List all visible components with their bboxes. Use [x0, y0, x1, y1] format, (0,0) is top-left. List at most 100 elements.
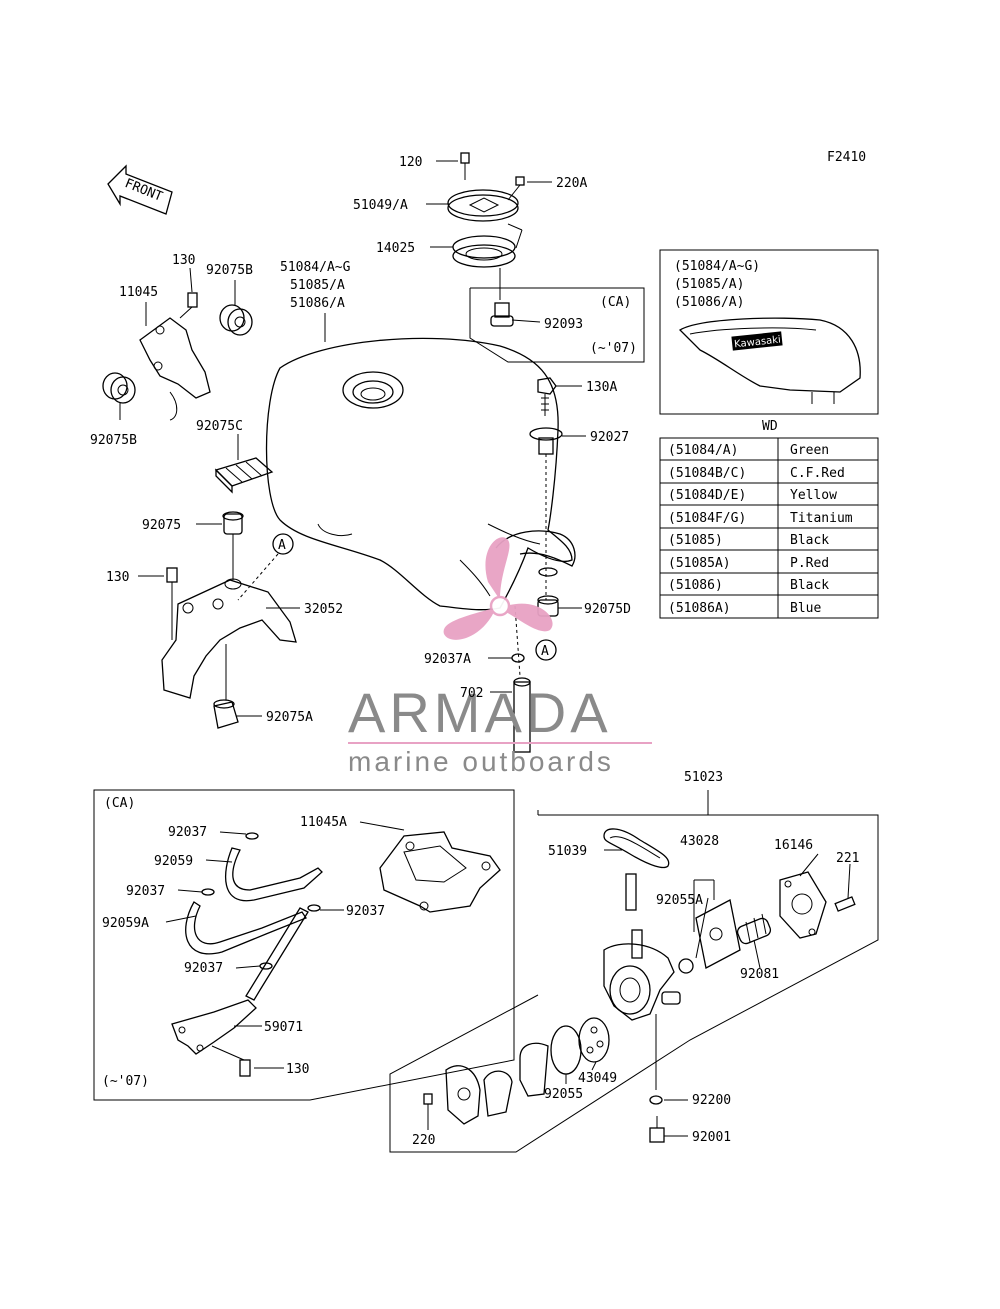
label-92075B-top: 92075B — [206, 263, 253, 278]
part-11045A — [379, 831, 501, 913]
label-43049: 43049 — [578, 1071, 617, 1086]
hose-assembly — [185, 832, 323, 1001]
watermark-tagline: marine outboards — [348, 746, 614, 777]
circle-a-left: A — [278, 538, 286, 553]
part-221 — [834, 896, 856, 912]
inset-tank-decal: Kawasaki — [678, 317, 861, 404]
label-92075: 92075 — [142, 518, 181, 533]
part-32052: A — [161, 533, 297, 699]
label-51085: 51085/A — [290, 278, 345, 293]
part-92055A — [678, 958, 694, 974]
label-51039: 51039 — [548, 844, 587, 859]
label-11045: 11045 — [119, 285, 158, 300]
label-92037A: 92037A — [424, 652, 471, 667]
label-92081: 92081 — [740, 967, 779, 982]
label-51049: 51049/A — [353, 198, 408, 213]
circle-a-right — [535, 639, 557, 661]
table-row-2-color: C.F.Red — [790, 466, 845, 481]
part-51039 — [603, 828, 670, 869]
part-92075 — [222, 511, 244, 580]
part-130A — [537, 377, 557, 416]
label-16146: 16146 — [774, 838, 813, 853]
label-92200: 92200 — [692, 1093, 731, 1108]
label-221: 221 — [836, 851, 859, 866]
label-92093: 92093 — [544, 317, 583, 332]
table-row-5-code: (51085) — [668, 533, 723, 548]
label-92001: 92001 — [692, 1130, 731, 1145]
label-upto07-box: (~'07) — [102, 1074, 149, 1089]
table-row-2-code: (51084B/C) — [668, 466, 746, 481]
label-92075A: 92075A — [266, 710, 313, 725]
table-row-4-color: Titanium — [790, 511, 853, 526]
label-43028: 43028 — [680, 834, 719, 849]
label-130-left: 130 — [106, 570, 129, 585]
table-row-1-color: Green — [790, 443, 829, 458]
table-row-7-color: Black — [790, 578, 829, 593]
label-92027: 92027 — [590, 430, 629, 445]
figure-code: F2410 — [827, 150, 866, 165]
part-92075B-left — [102, 372, 136, 404]
part-92093 — [490, 302, 514, 327]
ca-box-lower — [93, 789, 515, 1101]
washer-right — [538, 567, 558, 577]
label-51023: 51023 — [684, 770, 723, 785]
watermark-brand: ARMADA — [348, 681, 612, 744]
label-32052: 32052 — [304, 602, 343, 617]
label-130A: 130A — [586, 380, 617, 395]
part-92081 — [736, 913, 772, 945]
table-row-8-color: Blue — [790, 601, 821, 616]
part-92075B-top — [219, 304, 253, 336]
label-92037-3: 92037 — [184, 961, 223, 976]
label-92037-4: 92037 — [346, 904, 385, 919]
label-92055: 92055 — [544, 1087, 583, 1102]
label-92037-1: 92037 — [168, 825, 207, 840]
table-row-7-code: (51086) — [668, 578, 723, 593]
table-row-3-color: Yellow — [790, 488, 837, 503]
part-92075A — [213, 644, 239, 729]
label-92075D: 92075D — [584, 602, 631, 617]
part-92055 — [550, 1025, 582, 1075]
part-43049 — [578, 1017, 610, 1063]
part-130-left — [166, 567, 178, 640]
inset-box — [659, 249, 879, 415]
inset-decal-text: Kawasaki — [734, 335, 782, 351]
label-220: 220 — [412, 1133, 435, 1148]
part-130-box — [211, 1045, 251, 1077]
label-51084: 51084/A~G — [280, 260, 351, 275]
circle-a-right-label: A — [541, 644, 549, 659]
tank-rear-bracket — [495, 530, 576, 567]
watermark-logo — [443, 537, 553, 640]
label-702: 702 — [460, 686, 483, 701]
label-14025: 14025 — [376, 241, 415, 256]
label-59071: 59071 — [264, 1020, 303, 1035]
part-16146 — [779, 871, 827, 939]
label-220A: 220A — [556, 176, 587, 191]
ca-box-top — [469, 287, 645, 363]
label-ca-box: (CA) — [104, 796, 135, 811]
fuel-tank — [265, 337, 573, 611]
label-130-top: 130 — [172, 253, 195, 268]
part-lever — [519, 1042, 549, 1097]
part-gasket — [445, 1065, 513, 1125]
label-92059: 92059 — [154, 854, 193, 869]
table-row-6-code: (51085A) — [668, 556, 731, 571]
label-92075C: 92075C — [196, 419, 243, 434]
table-row-1-code: (51084/A) — [668, 443, 738, 458]
label-92055A: 92055A — [656, 893, 703, 908]
part-43028 — [693, 879, 741, 969]
label-92037-2: 92037 — [126, 884, 165, 899]
leader-lines — [119, 160, 851, 1137]
table-row-4-code: (51084F/G) — [668, 511, 746, 526]
fuel-cock-box — [389, 814, 879, 1153]
label-130-box: 130 — [286, 1062, 309, 1077]
part-11045 — [139, 292, 211, 421]
table-row-5-color: Black — [790, 533, 829, 548]
part-59071 — [171, 999, 257, 1055]
part-220 — [423, 1093, 433, 1105]
color-table-title: WD — [762, 419, 778, 434]
front-arrow-icon: FRONT — [107, 164, 173, 215]
inset-line-1: (51084/A~G) — [674, 259, 760, 274]
part-92075C — [214, 457, 274, 494]
label-upto07-top: (~'07) — [590, 341, 637, 356]
